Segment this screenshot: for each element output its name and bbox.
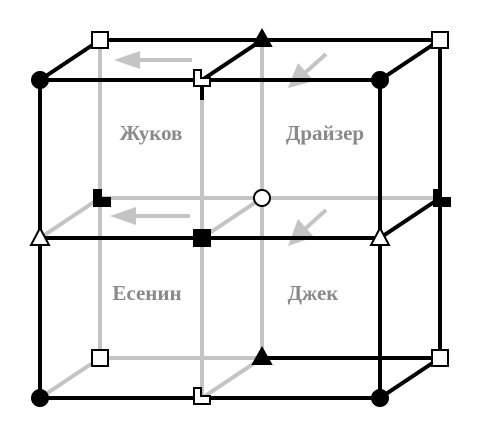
markers — [29, 27, 451, 407]
front-edge — [378, 196, 442, 240]
filled-circle-marker — [31, 389, 49, 407]
arrow-diag-top — [288, 52, 328, 88]
filled-circle-marker — [31, 71, 49, 89]
filled-corner-marker — [433, 189, 451, 207]
open-circle-marker — [253, 189, 271, 207]
label-bottom-left: Есенин — [112, 281, 181, 305]
open-square-marker — [91, 31, 109, 49]
arrow-left-middle — [110, 207, 190, 225]
filled-square-marker — [193, 229, 211, 247]
open-triangle-marker — [369, 225, 391, 246]
filled-corner-marker — [93, 189, 111, 207]
open-corner-marker — [193, 387, 211, 405]
filled-circle-marker — [371, 389, 389, 407]
arrow-left-top — [114, 51, 192, 69]
open-square-marker — [91, 349, 109, 367]
open-corner-marker — [193, 69, 211, 87]
front-edge — [378, 356, 442, 400]
filled-triangle-marker — [251, 27, 273, 47]
front-edge — [378, 38, 442, 82]
open-triangle-marker — [29, 225, 51, 246]
front-edge — [38, 38, 102, 82]
back-edge — [200, 196, 264, 240]
back-edge — [38, 356, 102, 400]
label-bottom-right: Джек — [288, 281, 340, 305]
label-top-right: Драйзер — [286, 121, 364, 145]
open-square-marker — [431, 31, 449, 49]
back-edge — [38, 196, 102, 240]
filled-circle-marker — [371, 71, 389, 89]
open-square-marker — [431, 349, 449, 367]
arrow-diag-middle — [288, 208, 328, 246]
filled-triangle-marker — [251, 345, 273, 365]
label-top-left: Жуков — [120, 121, 183, 145]
